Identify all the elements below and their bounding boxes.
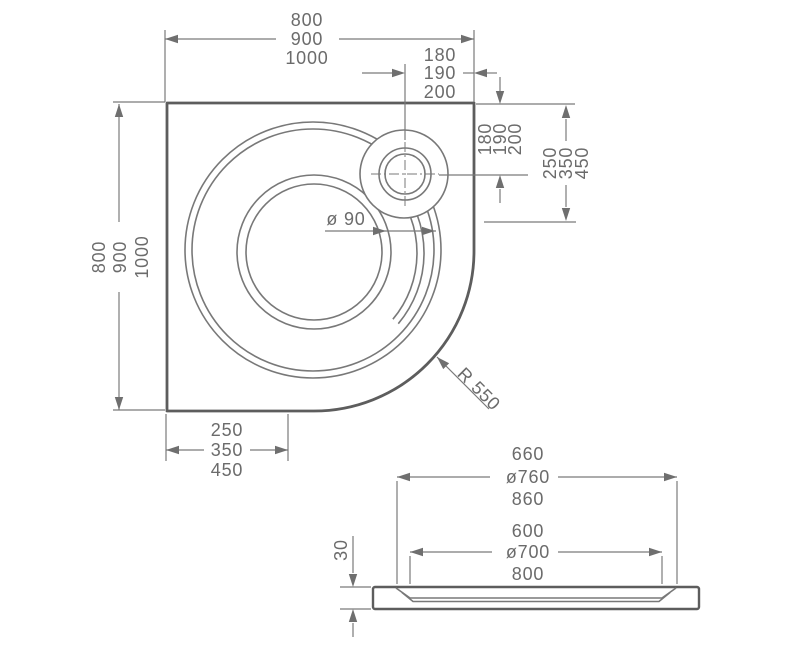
bowl-rim-arc-inner <box>191 128 435 372</box>
arrowhead <box>348 574 358 587</box>
side-view: 660 ø760 860 600 ø700 800 30 <box>331 444 701 637</box>
dim-value: ø760 <box>506 467 550 487</box>
dim-value: 180 <box>424 45 456 65</box>
dim-value: 1000 <box>132 235 152 278</box>
dim-value: 350 <box>556 147 576 179</box>
arrowhead <box>495 91 505 104</box>
dim-value: 1000 <box>285 48 328 68</box>
arrowhead <box>114 397 124 410</box>
dim-base-width: 600 ø700 800 <box>410 521 662 584</box>
dim-value: 190 <box>490 123 510 155</box>
dim-corner-straight-bottom: 250 350 450 <box>166 420 288 480</box>
arrowhead <box>348 609 358 622</box>
dim-value: 800 <box>291 10 323 30</box>
arrowhead <box>166 445 179 455</box>
dim-value: ø 90 <box>326 209 365 229</box>
dim-corner-radius: R 550 <box>434 354 504 414</box>
dim-tray-height: 30 <box>331 536 358 637</box>
arrowhead <box>275 445 288 455</box>
dim-value: 450 <box>211 460 243 480</box>
arrowhead <box>461 34 474 44</box>
dim-value: 900 <box>110 241 130 273</box>
dim-value: 350 <box>211 440 243 460</box>
top-view: 800 900 1000 800 900 1000 180 190 200 <box>89 10 592 480</box>
dim-value: R 550 <box>454 364 505 415</box>
arrowhead <box>561 105 571 118</box>
dim-drain-diameter: ø 90 <box>325 209 436 236</box>
dim-value: ø700 <box>506 542 550 562</box>
arrowhead <box>410 547 423 557</box>
dim-value: 180 <box>475 123 495 155</box>
dim-value: 200 <box>505 123 525 155</box>
dim-value: 190 <box>424 63 456 83</box>
bowl-rim-arc-outer <box>184 121 442 379</box>
arrowhead <box>495 175 505 188</box>
dim-value: 660 <box>512 444 544 464</box>
arrowhead <box>392 68 405 78</box>
arrowhead <box>474 68 487 78</box>
dim-value: 250 <box>211 420 243 440</box>
dim-value: 900 <box>291 29 323 49</box>
arrowhead <box>664 472 677 482</box>
arrowhead <box>165 34 178 44</box>
dim-value: 600 <box>512 521 544 541</box>
dim-value: 200 <box>424 82 456 102</box>
dim-value: 450 <box>572 147 592 179</box>
arrowhead <box>561 208 571 221</box>
dim-overall-depth: 800 900 1000 <box>89 104 152 410</box>
basin-edge-line-lower <box>401 591 671 603</box>
dim-overall-width: 800 900 1000 <box>165 10 474 68</box>
arrowhead <box>114 104 124 117</box>
dim-drain-offset-horizontal: 180 190 200 <box>362 45 497 102</box>
bowl-floor-circle-outer <box>236 174 392 330</box>
dim-rim-width: 660 ø760 860 <box>397 444 677 509</box>
arrowhead <box>649 547 662 557</box>
dim-drain-offset-vertical: 180 190 200 <box>475 77 525 203</box>
arrowhead <box>397 472 410 482</box>
dim-corner-straight-right: 250 350 450 <box>540 105 592 221</box>
dim-value: 30 <box>331 539 351 561</box>
dim-value: 860 <box>512 489 544 509</box>
dim-value: 800 <box>89 241 109 273</box>
dim-value: 800 <box>512 564 544 584</box>
bowl-floor-circle-inner <box>245 183 383 321</box>
dim-value: 250 <box>540 147 560 179</box>
